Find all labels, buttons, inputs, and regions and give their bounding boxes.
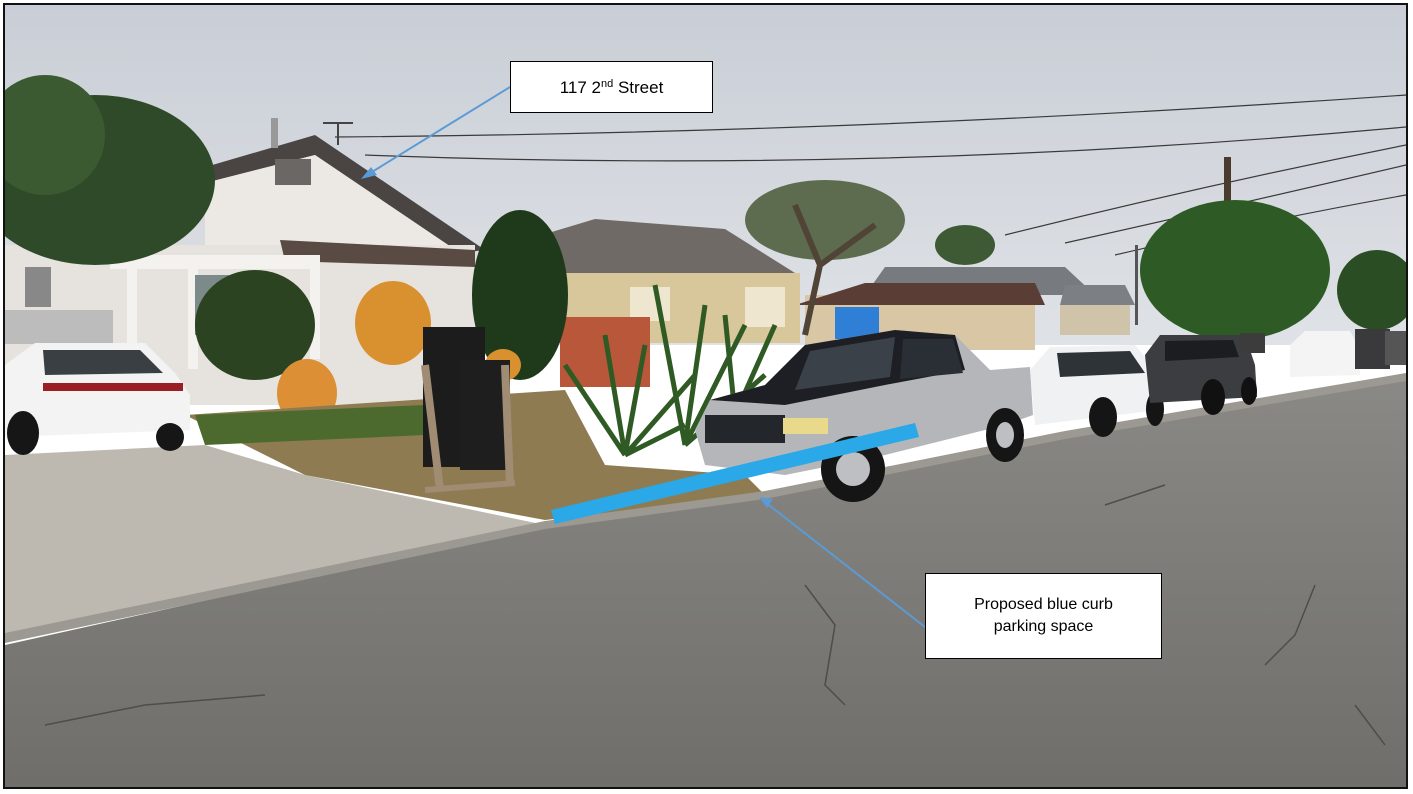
wood-fence — [560, 317, 650, 387]
curb-label-line-1: Proposed blue curb — [974, 596, 1113, 613]
house-address-label: 117 2nd Street — [510, 61, 713, 113]
sidewalk — [5, 445, 545, 635]
far-cars — [1240, 329, 1406, 377]
white-house-gable — [205, 155, 460, 265]
pergola — [110, 255, 320, 269]
road — [5, 375, 1406, 787]
blue-curb-marker — [551, 423, 919, 524]
street-photo — [5, 5, 1406, 787]
trees — [5, 75, 1406, 380]
house-label-suffix: nd — [600, 78, 614, 90]
pickup-truck — [695, 330, 1033, 502]
utility-pole-far — [1135, 245, 1138, 325]
annotation-arrows — [361, 86, 926, 628]
white-sedan — [5, 343, 190, 455]
house-label-number: 117 2 — [559, 78, 601, 97]
house-arrow-line — [366, 86, 511, 176]
treadmill — [421, 327, 516, 493]
curb-proposal-label: Proposed blue curb parking space — [925, 573, 1162, 659]
curb-label-line-2: parking space — [993, 618, 1094, 635]
house-arrow-head — [361, 167, 377, 179]
curb — [5, 373, 1406, 643]
photo-frame: 117 2nd Street Proposed blue curb parkin… — [3, 3, 1408, 789]
house-label-street: Street — [613, 78, 664, 97]
dark-pickup — [1145, 335, 1257, 415]
portable-toilet — [835, 307, 879, 339]
curb-arrow-line — [764, 501, 926, 628]
road-cracks — [44, 484, 1386, 746]
curb-arrow-head — [759, 497, 773, 508]
white-suv — [1030, 345, 1164, 437]
tan-house-roof — [535, 219, 795, 273]
white-house-roof — [185, 135, 485, 253]
orange-shrub — [355, 281, 431, 365]
